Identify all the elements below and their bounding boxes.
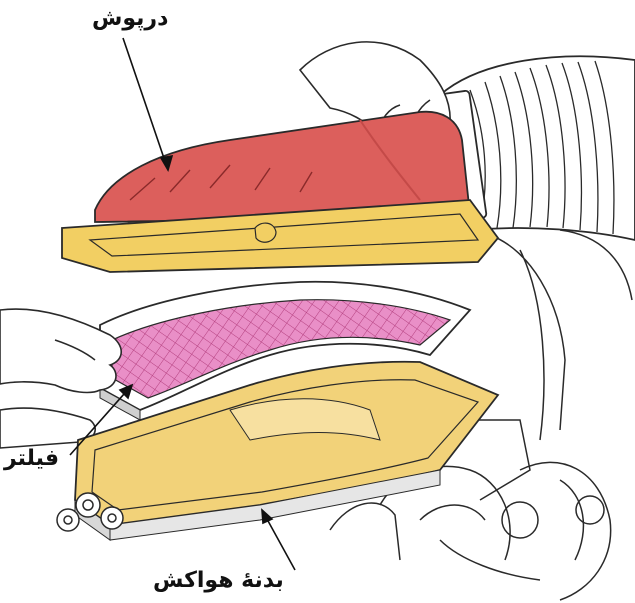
cover-leader-arrow [123, 38, 168, 170]
cover-label: درپوش [92, 8, 168, 30]
housing-body-label: بدنهٔ هواکش [153, 570, 284, 592]
filter-label: فیلتر [4, 448, 59, 470]
